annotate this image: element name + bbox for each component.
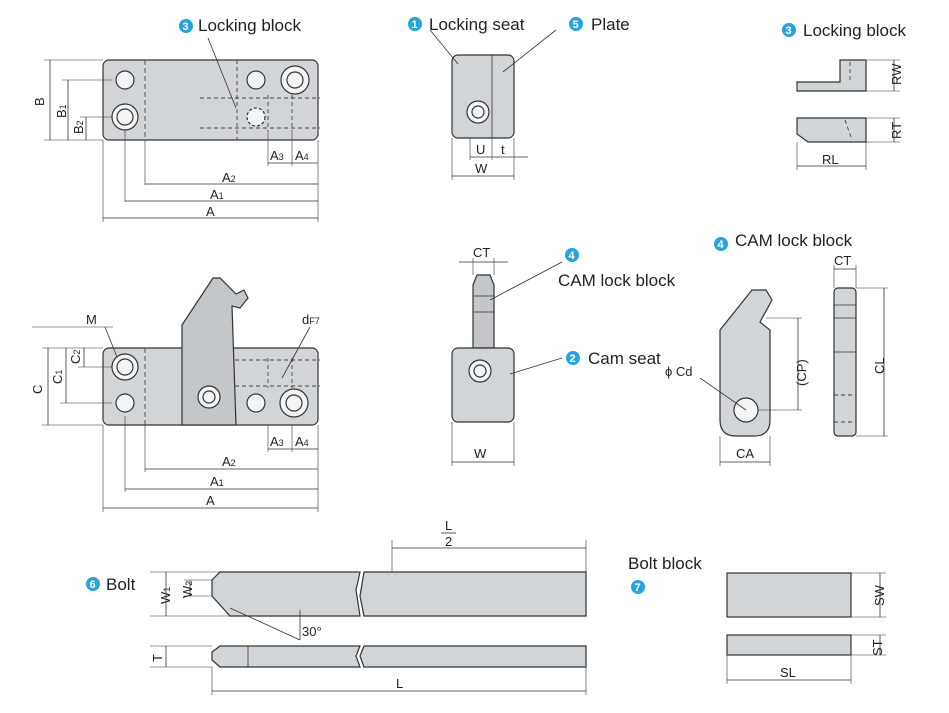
svg-text:3: 3 xyxy=(183,21,189,33)
svg-text:1: 1 xyxy=(412,19,418,31)
label-bolt: Bolt xyxy=(106,575,136,594)
dim-A4-2: A4 xyxy=(295,434,309,449)
dim-L-half-num: L xyxy=(445,518,452,533)
dim-L: L xyxy=(396,676,403,691)
dim-A2: A2 xyxy=(222,170,236,185)
dim-M: M xyxy=(86,312,97,327)
dim-CA: CA xyxy=(736,446,754,461)
label-bolt-block: Bolt block xyxy=(628,554,702,573)
dim-W1: W1 xyxy=(158,587,173,604)
label-cam-lock-block-mid: CAM lock block xyxy=(558,271,676,290)
cam-assembly-plan xyxy=(32,277,320,512)
dim-C2: C2 xyxy=(68,350,83,364)
dim-W-cam: W xyxy=(474,446,487,461)
dim-U: U xyxy=(476,142,485,157)
label-cam-lock-block-right: CAM lock block xyxy=(735,231,853,250)
dim-ST: ST xyxy=(870,639,885,656)
dim-CP: (CP) xyxy=(794,359,809,386)
label-locking-block-right: Locking block xyxy=(803,21,907,40)
dim-A3-2: A3 xyxy=(270,434,284,449)
dim-A: A xyxy=(206,204,215,219)
dim-SW: SW xyxy=(872,584,887,606)
svg-text:Locking block: Locking block xyxy=(198,16,302,35)
svg-text:2: 2 xyxy=(570,353,576,365)
dim-RL: RL xyxy=(822,152,839,167)
dim-RT: RT xyxy=(889,122,904,139)
label-locking-seat: Locking seat xyxy=(429,15,525,34)
dim-C1: C1 xyxy=(50,370,65,384)
svg-text:7: 7 xyxy=(635,582,641,594)
dim-A4: A4 xyxy=(295,148,309,163)
label-locking-block-top: 3 Locking block xyxy=(179,16,302,109)
svg-text:6: 6 xyxy=(90,579,96,591)
dim-A1: A1 xyxy=(210,187,224,202)
dim-SL: SL xyxy=(780,665,796,680)
locking-block-views xyxy=(782,23,900,170)
dim-L-half-den: 2 xyxy=(445,534,452,549)
cam-seat-view xyxy=(451,248,580,466)
dim-A3: A3 xyxy=(270,148,284,163)
dim-W-top: W xyxy=(475,161,488,176)
dim-B: B xyxy=(32,97,47,106)
dim-B1: B1 xyxy=(54,104,69,118)
locking-seat-view xyxy=(408,17,583,180)
dim-B2: B2 xyxy=(71,120,86,134)
dim-RW: RW xyxy=(889,63,904,85)
dim-W2: W2 xyxy=(180,581,195,598)
svg-text:4: 4 xyxy=(569,250,576,262)
label-cam-seat: Cam seat xyxy=(588,349,661,368)
dim-CT: CT xyxy=(473,245,490,260)
svg-text:3: 3 xyxy=(786,25,792,37)
dim-angle: 30° xyxy=(302,624,322,639)
locking-assembly-plan xyxy=(44,59,320,222)
bolt-views xyxy=(86,540,587,695)
dim-dF7: dF7 xyxy=(302,312,320,327)
dim-A1-2: A1 xyxy=(210,474,224,489)
dim-t: t xyxy=(501,142,505,157)
dim-Cd: ϕ Cd xyxy=(665,364,693,379)
dim-CL: CL xyxy=(872,357,887,374)
dim-C: C xyxy=(30,385,45,394)
svg-text:5: 5 xyxy=(573,19,579,31)
bolt-block-views xyxy=(631,572,886,684)
svg-text:4: 4 xyxy=(718,239,725,251)
dim-CT-right: CT xyxy=(834,253,851,268)
label-plate: Plate xyxy=(591,15,630,34)
dim-T: T xyxy=(150,654,165,662)
dim-A2-2: A2 xyxy=(222,454,236,469)
dim-A-2: A xyxy=(206,493,215,508)
cam-lock-block-views xyxy=(699,237,888,466)
